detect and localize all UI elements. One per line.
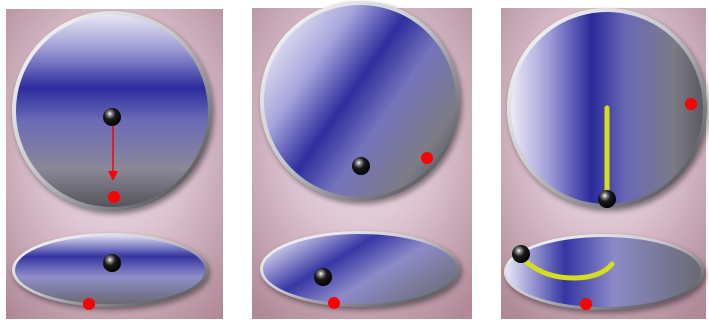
panel-1-red-marker (108, 191, 120, 203)
panel-3-ball (598, 190, 616, 208)
panel-3-red-marker (685, 98, 697, 110)
panel-1-ellipse-ball (103, 254, 121, 272)
panel-3-ellipse-ball (512, 245, 530, 263)
panel-2-red-marker (421, 152, 433, 164)
panel-1-ellipse-red-marker (83, 298, 95, 310)
panel-1-ball (103, 108, 121, 126)
panel-2-ellipse-ball (314, 268, 332, 286)
panel-3-ellipse-red-marker (580, 298, 592, 310)
panel-1 (6, 9, 223, 319)
panel-3 (501, 8, 707, 319)
panel-2-ellipse (260, 231, 460, 307)
panel-2-ellipse-red-marker (328, 297, 340, 309)
panel-2-ball (352, 157, 370, 175)
panel-2 (252, 1, 472, 319)
